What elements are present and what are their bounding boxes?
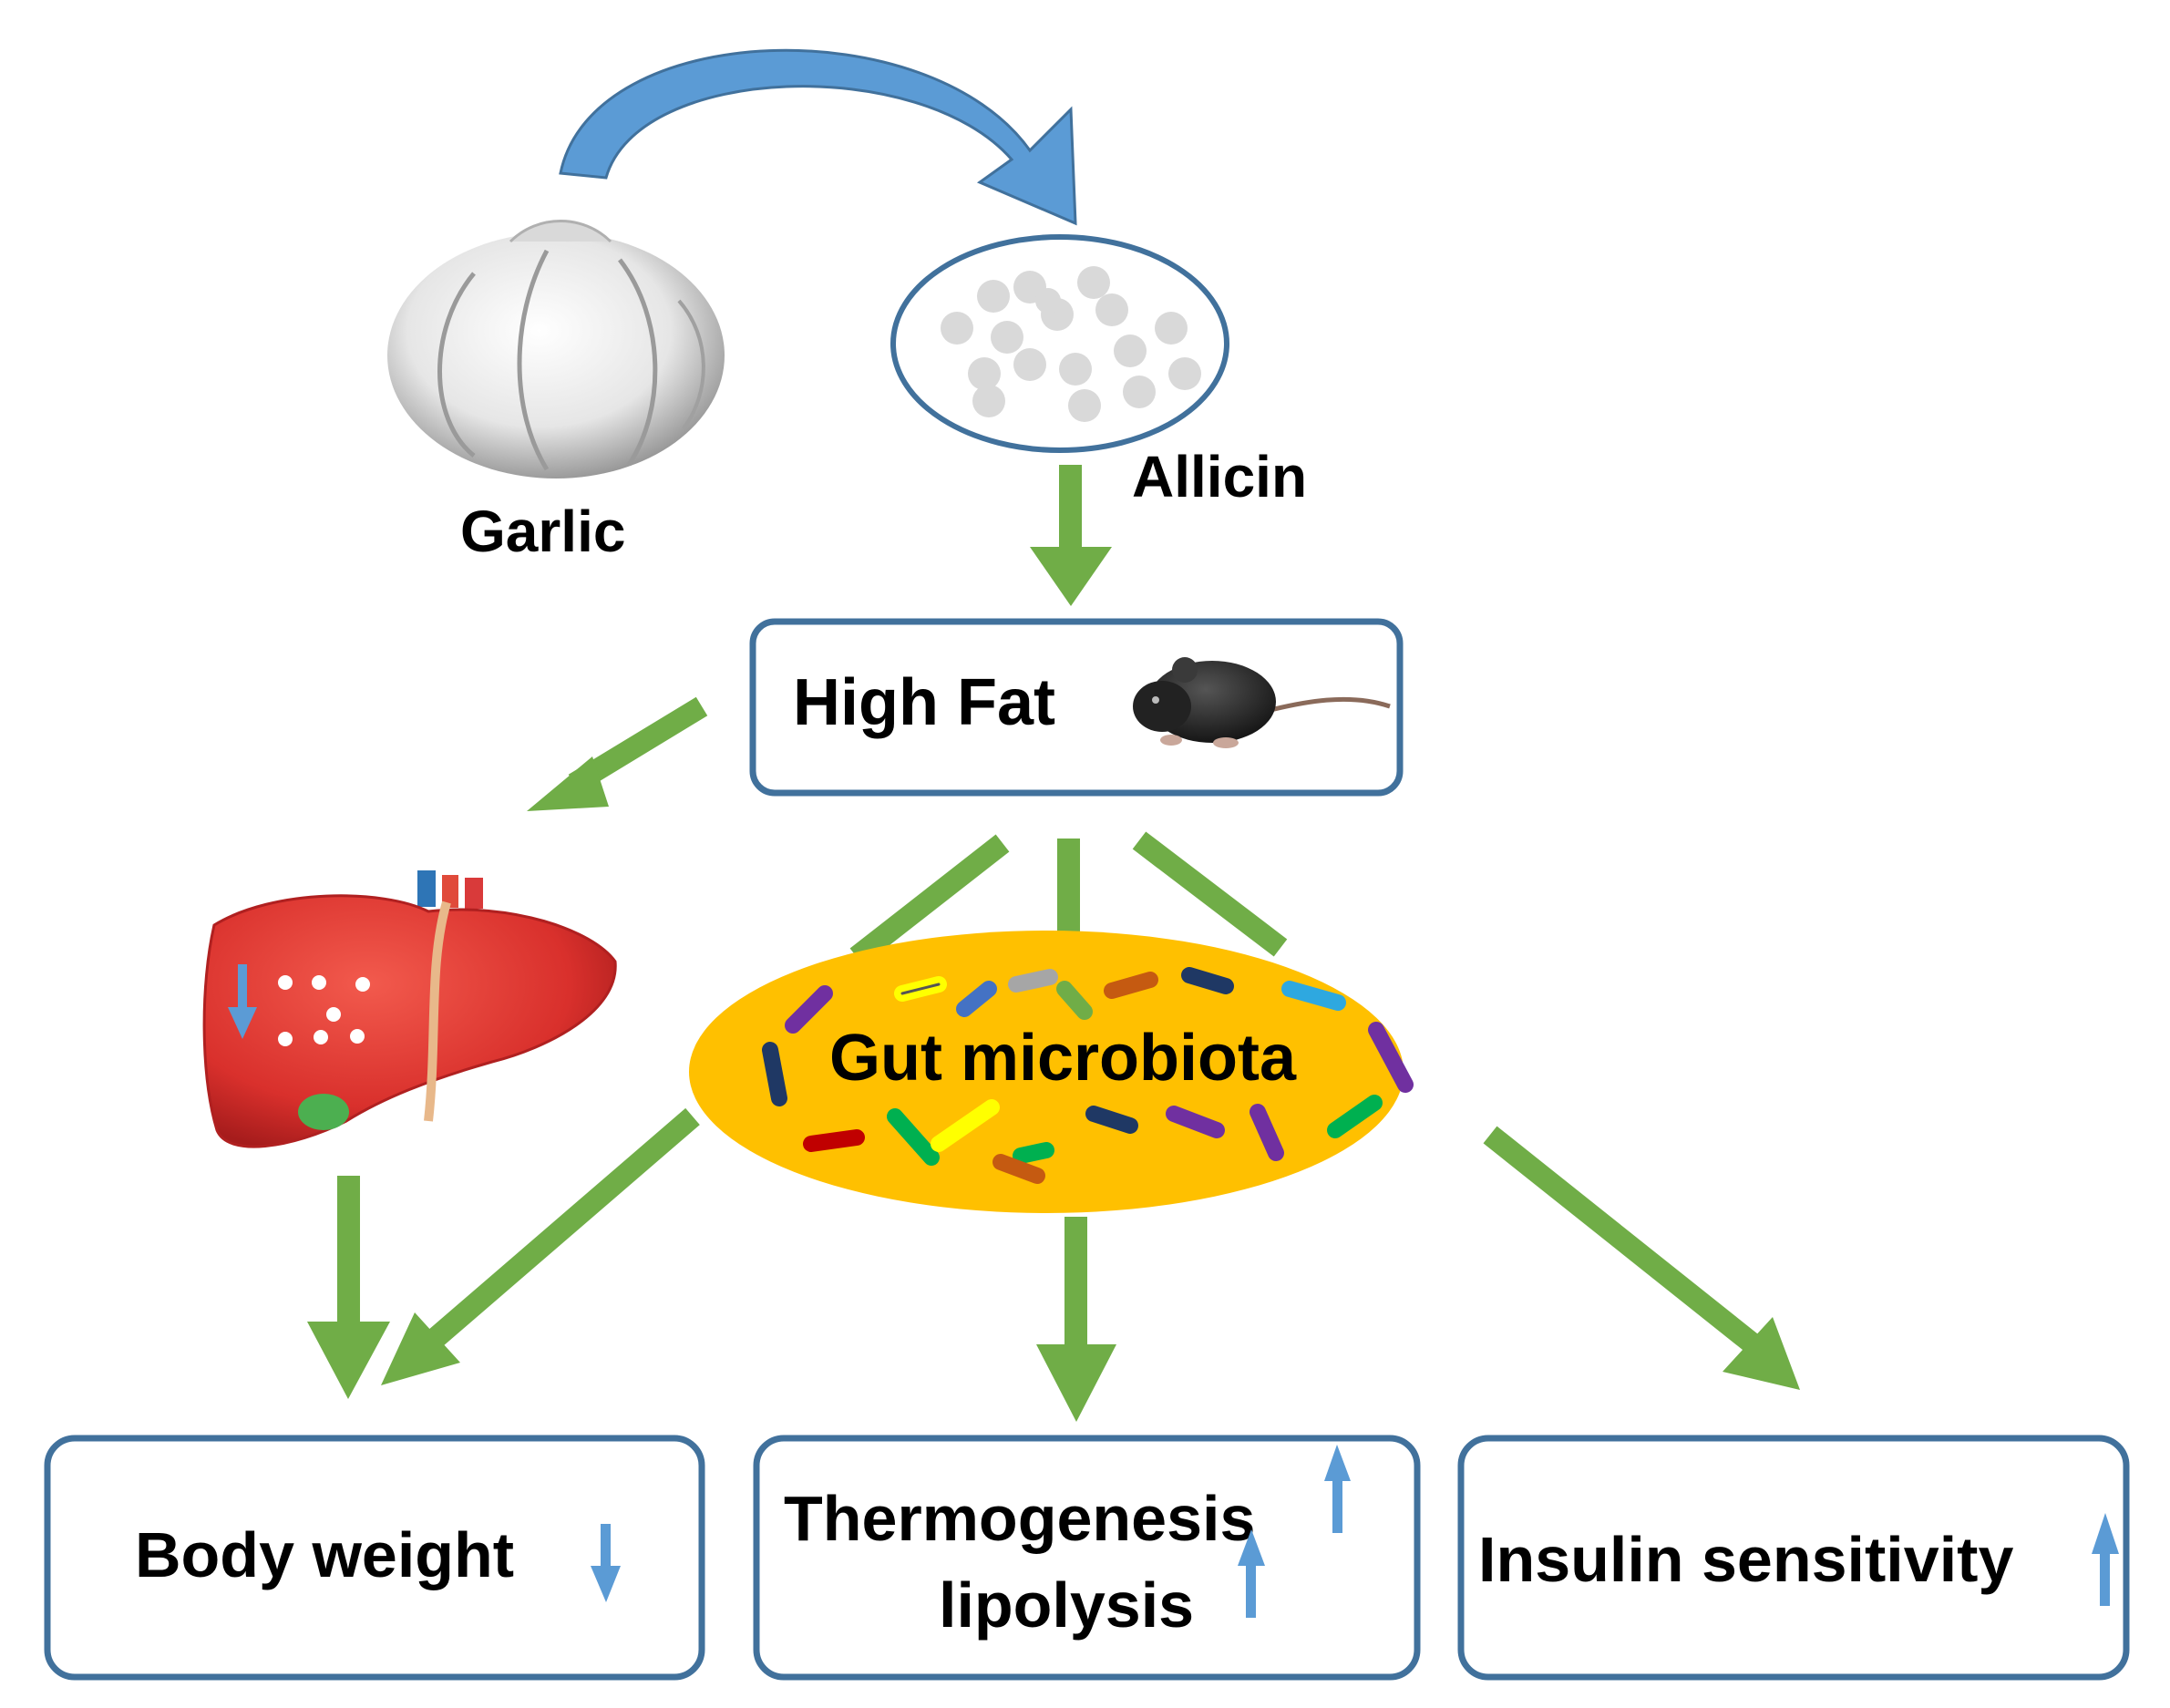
high-fat-label: High Fat bbox=[793, 666, 1055, 739]
petri-dish-icon bbox=[890, 234, 1229, 453]
insulin-sensitivity-up-arrow-icon bbox=[2092, 1513, 2119, 1606]
garlic-label: Garlic bbox=[460, 499, 625, 564]
thermogenesis-up-arrow-icon bbox=[1324, 1445, 1351, 1533]
body-weight-down-arrow-icon bbox=[591, 1524, 621, 1602]
garlic-bulb-icon bbox=[387, 220, 725, 478]
insulin-sensitivity-label: Insulin sensitivity bbox=[1478, 1524, 2013, 1595]
thermogenesis-label: Thermogenesis bbox=[784, 1483, 1255, 1554]
liver-fat-down-arrow-icon bbox=[228, 964, 257, 1039]
gut-microbiota-ellipse bbox=[689, 931, 1414, 1213]
arrow-highfat-to-gut-left bbox=[849, 834, 1010, 966]
body-weight-box bbox=[44, 1435, 705, 1681]
lipolysis-label: lipolysis bbox=[939, 1569, 1194, 1641]
arrow-gut-to-thermogenesis bbox=[1036, 1217, 1116, 1422]
allicin-label: Allicin bbox=[1132, 444, 1307, 509]
arrow-gut-to-bodyweight bbox=[381, 1107, 700, 1385]
body-weight-label: Body weight bbox=[135, 1519, 514, 1590]
arrow-liver-to-bodyweight bbox=[307, 1176, 390, 1399]
insulin-sensitivity-box bbox=[1457, 1435, 2130, 1681]
arrow-highfat-to-gut-right bbox=[1132, 831, 1288, 957]
mouse-icon bbox=[1133, 657, 1391, 748]
arrow-allicin-to-highfat bbox=[1030, 465, 1112, 606]
curved-arrow-garlic-to-allicin bbox=[559, 48, 1077, 226]
arrow-gut-to-insulin bbox=[1483, 1126, 1800, 1390]
arrow-highfat-to-liver bbox=[527, 696, 708, 811]
liver-icon bbox=[202, 870, 617, 1148]
arrow-highfat-to-gut-center bbox=[1057, 839, 1080, 934]
lipolysis-up-arrow-icon bbox=[1238, 1529, 1265, 1618]
thermogenesis-lipolysis-box bbox=[753, 1435, 1421, 1681]
bacteria-icon bbox=[762, 967, 1414, 1184]
gut-microbiota-label: Gut microbiota bbox=[829, 1022, 1297, 1095]
